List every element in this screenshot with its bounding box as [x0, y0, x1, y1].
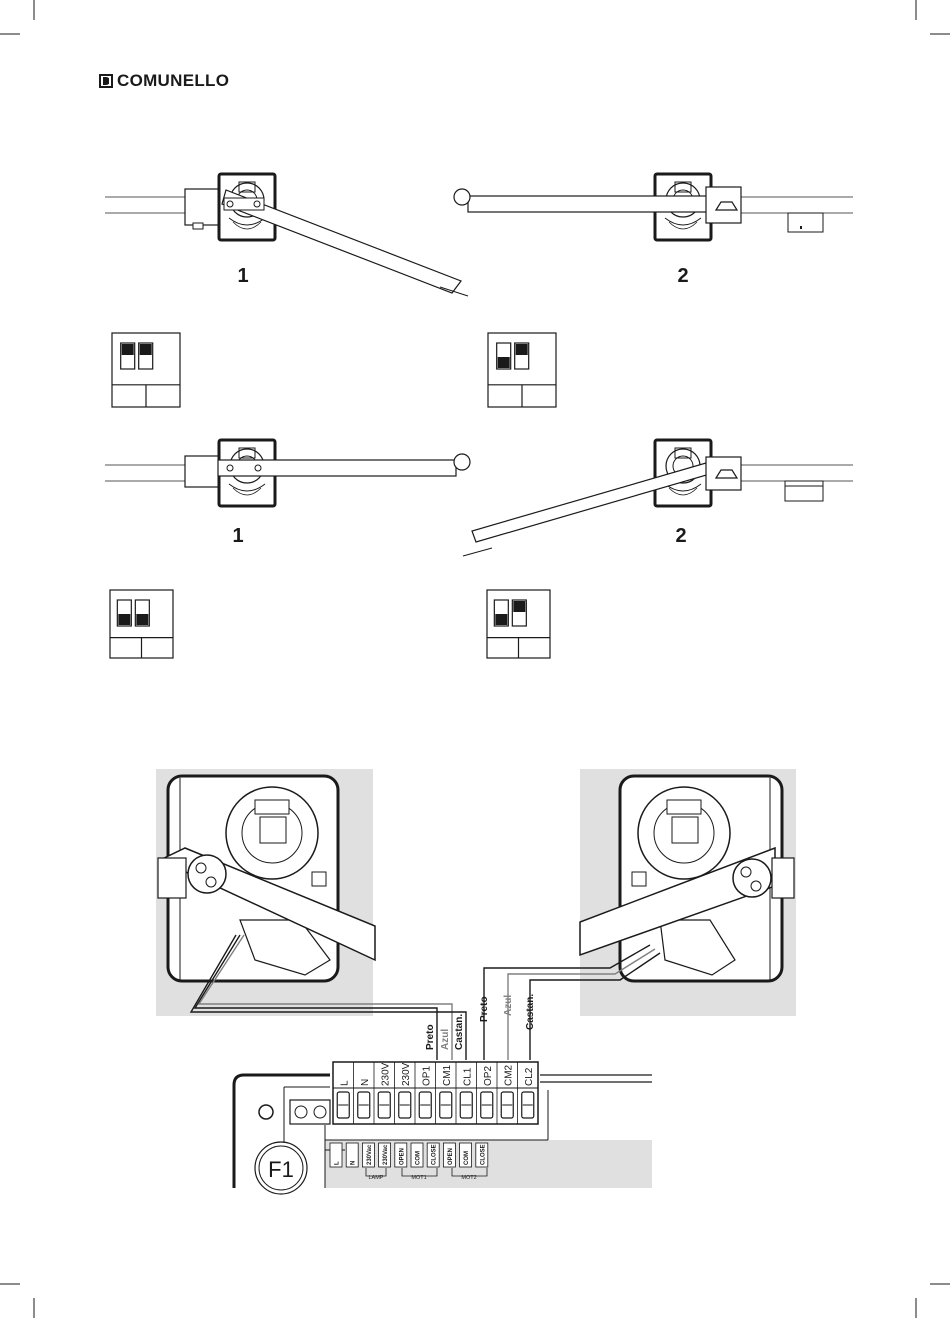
dip-switch-box	[488, 333, 556, 407]
wire-label-motor2-brown: Castan.	[525, 994, 536, 1030]
dip-switch-lever-on	[140, 344, 152, 355]
group-label-mot1: MOT1	[411, 1175, 426, 1181]
terminal-label: OP2	[483, 1066, 494, 1086]
board-label: 230Vac	[383, 1144, 389, 1165]
dip-switch-box	[112, 333, 180, 407]
terminal-label: CL2	[524, 1067, 535, 1086]
terminal-label: 230V	[401, 1062, 412, 1086]
dip-switch-lever-off	[495, 614, 507, 625]
dip-switch-lever-on	[122, 344, 134, 355]
figure-1-bottom	[105, 440, 470, 506]
terminal-block: L N 230V 230V OP1 CM1 CL1 OP2 CM2 CL2	[333, 1062, 538, 1124]
figure-label-2-top: 2	[677, 265, 688, 287]
wire-label-motor2-black: Preto	[479, 996, 490, 1022]
terminal-label: N	[360, 1079, 371, 1086]
wire-label-motor1-brown: Castan.	[454, 1014, 465, 1050]
board-label: CLOSE	[480, 1144, 486, 1165]
board-label: CLOSE	[432, 1144, 438, 1165]
group-label-lamp: LAMP	[369, 1175, 384, 1181]
figure-2-top	[454, 174, 853, 240]
figure-label-1-bottom: 1	[232, 525, 243, 547]
terminal-label: CL1	[462, 1067, 473, 1086]
installation-figures: 1 2 1 2	[0, 0, 950, 700]
wire-label-motor1-black: Preto	[425, 1024, 436, 1050]
board-label: N	[351, 1161, 357, 1165]
board-label: COM	[464, 1151, 470, 1165]
board-label: COM	[416, 1151, 422, 1165]
motor-1-panel	[156, 769, 375, 1016]
board-label: L	[335, 1161, 341, 1165]
wiring-diagram: Preto Azul Castan. Preto Azul Castan. F1	[0, 700, 950, 1300]
dip-switch-box	[110, 590, 173, 658]
terminal-label: 230V	[380, 1062, 391, 1086]
figure-label-1-top: 1	[237, 265, 248, 287]
figure-label-2-bottom: 2	[675, 525, 686, 547]
terminal-label: L	[339, 1080, 350, 1086]
wire-label-motor1-blue: Azul	[440, 1029, 451, 1050]
motor-2-panel	[580, 769, 796, 1016]
terminal-label: CM2	[503, 1064, 514, 1086]
dip-switch-lever-on	[516, 344, 528, 355]
group-label-mot2: MOT2	[461, 1175, 476, 1181]
figure-1-top	[105, 174, 468, 296]
fuse-label: F1	[268, 1157, 294, 1182]
dip-switch-lever-off	[118, 614, 130, 625]
dip-switch-lever-on	[513, 601, 525, 612]
board-label: 230Vac	[367, 1144, 373, 1165]
dip-switch-lever-off	[498, 357, 510, 368]
figure-2-bottom	[463, 440, 853, 556]
board-label: OPEN	[448, 1148, 454, 1165]
dip-switch-lever-off	[136, 614, 148, 625]
dip-switch-box	[487, 590, 550, 658]
board-label: OPEN	[399, 1148, 405, 1165]
terminal-label: CM1	[442, 1064, 453, 1086]
wire-label-motor2-blue: Azul	[503, 995, 514, 1016]
terminal-label: OP1	[421, 1066, 432, 1086]
